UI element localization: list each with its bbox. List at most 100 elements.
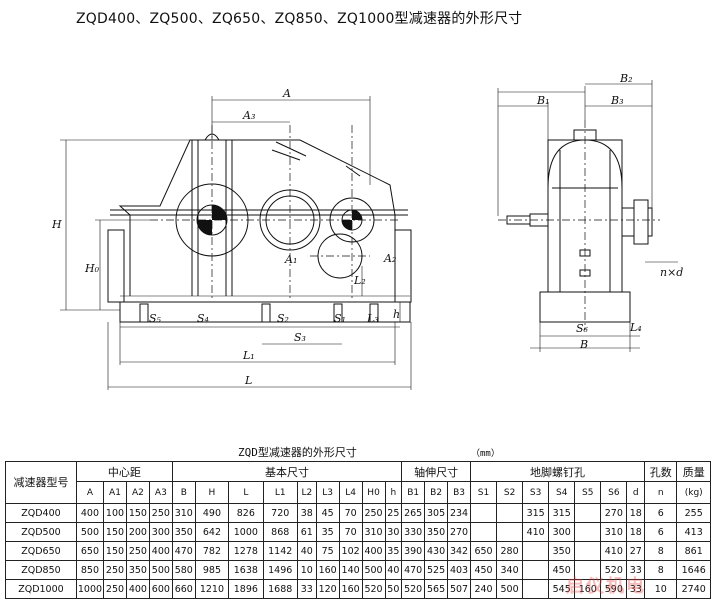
value-cell: 160 [315,560,340,580]
value-cell: 400 [125,579,150,599]
value-cell: 490 [194,503,230,523]
value-cell: 430 [424,541,449,561]
front-view [60,96,412,390]
subheader-cell: A1 [103,481,127,504]
dim-S5: S₅ [149,312,162,325]
value-cell: 250 [125,541,150,561]
table-unit: （mm） [471,449,500,459]
value-cell: 642 [194,522,230,542]
subheader-cell: L3 [315,481,340,504]
reducer-drawing: A A₃ H H₀ A₁ A₂ L₂ h S₅ S₄ S₂ S₁ L₃ S₃ L… [51,72,683,390]
value-cell: 350 [548,541,576,561]
subheader-cell: S1 [469,481,498,504]
value-cell: 33 [296,579,317,599]
value-cell: 342 [447,541,471,561]
subheader-cell: S4 [548,481,576,504]
value-cell [574,541,602,561]
subheader-cell: S5 [574,481,602,504]
value-cell: 18 [626,503,646,523]
value-cell: 250 [103,560,127,580]
value-cell: 100 [103,503,127,523]
subheader-cell: d [626,481,646,504]
value-cell: 315 [522,503,550,523]
value-cell: 38 [296,503,317,523]
value-cell: 140 [338,560,363,580]
value-cell: 470 [401,560,426,580]
value-cell: 40 [296,541,317,561]
value-cell: 120 [315,579,340,599]
value-cell: 400 [148,541,173,561]
value-cell: 500 [361,560,386,580]
value-cell: 500 [75,522,105,542]
value-cell: 1210 [194,579,230,599]
value-cell: 300 [148,522,173,542]
dim-S3: S₃ [294,331,306,344]
value-cell: 650 [75,541,105,561]
dim-L: L [244,374,252,387]
subheader-cell: A [75,481,105,504]
value-cell: 35 [315,522,340,542]
value-cell: 340 [496,560,524,580]
header-hole-count: 孔数 [644,461,678,482]
value-cell [469,503,498,523]
value-cell [496,503,524,523]
value-cell: 255 [676,503,711,523]
subheader-cell: L1 [262,481,298,504]
value-cell: 35 [384,541,403,561]
value-cell: 240 [469,579,498,599]
dim-A2: A₂ [383,252,396,265]
value-cell: 160 [338,579,363,599]
header-mass: 质量 [676,461,711,482]
value-cell [574,503,602,523]
dim-nxd: n×d [660,266,683,279]
dim-S1: S₁ [334,312,346,325]
value-cell: 403 [447,560,471,580]
value-cell: 868 [262,522,298,542]
value-cell: 70 [338,522,363,542]
value-cell: 61 [296,522,317,542]
value-cell: 27 [626,541,646,561]
value-cell [469,522,498,542]
value-cell: 1896 [228,579,264,599]
dim-B1: B₁ [536,94,550,107]
dim-B3: B₃ [610,94,624,107]
value-cell: 280 [496,541,524,561]
model-cell: ZQD500 [5,522,77,542]
value-cell: 310 [600,522,628,542]
watermark: 启仪机电 [566,576,646,597]
value-cell [522,541,550,561]
value-cell: 10 [296,560,317,580]
subheader-cell: h [384,481,403,504]
value-cell [496,522,524,542]
value-cell: 75 [315,541,340,561]
value-cell: 390 [401,541,426,561]
value-cell: 1000 [228,522,264,542]
value-cell: 410 [600,541,628,561]
subheader-cell: n [644,481,678,504]
value-cell: 300 [548,522,576,542]
value-cell: 1646 [676,560,711,580]
header-shaft-ext: 轴伸尺寸 [401,461,471,482]
value-cell: 861 [676,541,711,561]
model-cell: ZQD400 [5,503,77,523]
dim-A1: A₁ [284,253,297,266]
dim-B: B [579,338,588,351]
value-cell: 330 [401,522,426,542]
value-cell: 310 [171,503,196,523]
subheader-cell: B [171,481,196,504]
value-cell: 6 [644,503,678,523]
value-cell: 520 [401,579,426,599]
dim-S6: S₆ [576,322,589,335]
subheader-cell: A3 [148,481,173,504]
value-cell: 150 [103,522,127,542]
dim-S4: S₄ [197,312,209,325]
value-cell: 8 [644,560,678,580]
value-cell: 1638 [228,560,264,580]
value-cell: 650 [469,541,498,561]
value-cell: 250 [148,503,173,523]
value-cell: 234 [447,503,471,523]
